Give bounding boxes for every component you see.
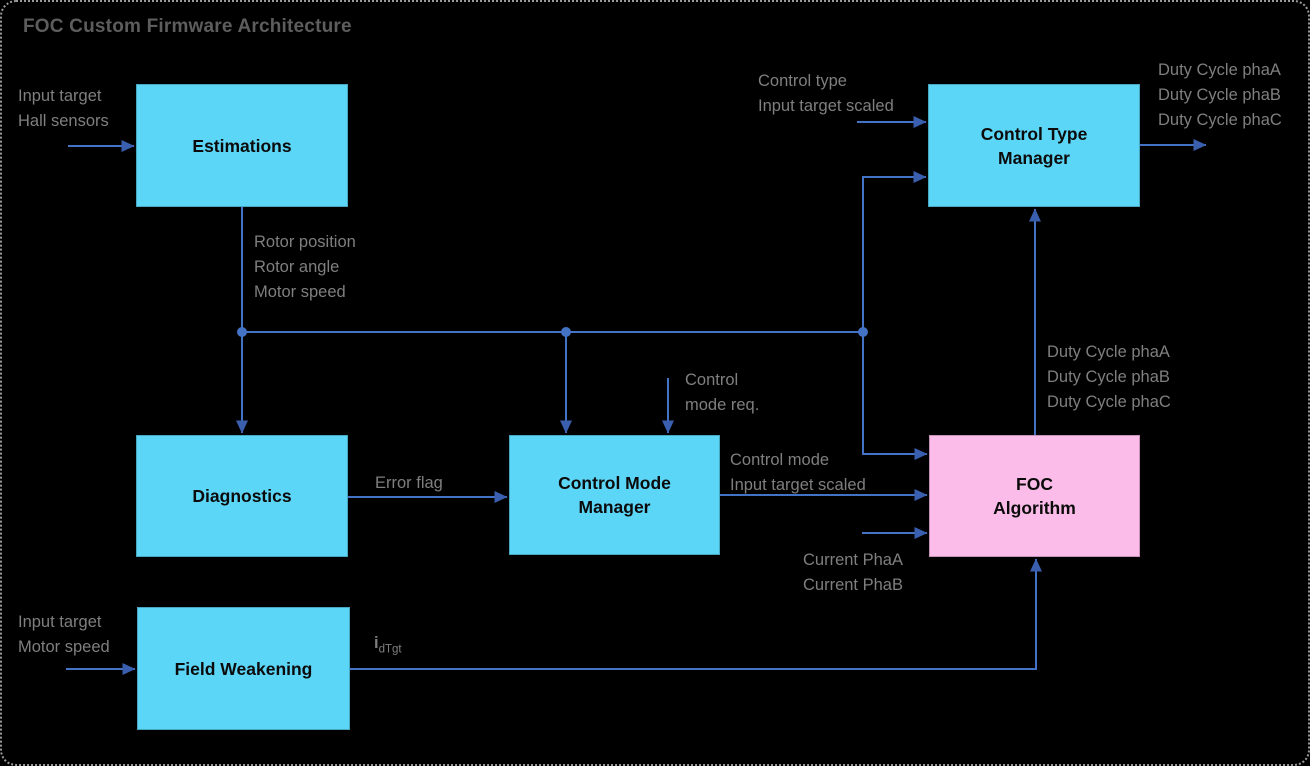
- label-foc-duty-outputs: Duty Cycle phaA Duty Cycle phaB Duty Cyc…: [1047, 343, 1171, 411]
- node-label: Control Mode: [558, 473, 671, 493]
- junction-dot: [561, 327, 571, 337]
- node-label: Diagnostics: [192, 486, 292, 506]
- node-field-weakening: Field Weakening: [137, 607, 350, 730]
- edge-bus-to-control-type-manager: [862, 171, 927, 332]
- label-control-mode-request: Control mode req.: [685, 371, 760, 414]
- diagram-title: FOC Custom Firmware Architecture: [23, 16, 352, 37]
- node-estimations: Estimations: [136, 84, 348, 207]
- label-field-weakening-inputs: Input target Motor speed: [18, 613, 110, 656]
- edge-bus-to-foc-algorithm: [862, 332, 928, 460]
- node-diagnostics: Diagnostics: [136, 435, 348, 557]
- node-label: Manager: [998, 147, 1070, 168]
- node-control-mode-manager: Control Mode Manager: [509, 435, 720, 555]
- node-label: Control Type: [980, 123, 1088, 144]
- label-current-inputs: Current PhaA Current PhaB: [803, 551, 903, 594]
- edge-field-weakening-to-foc: [350, 558, 1042, 670]
- label-control-mode-outputs: Control mode Input target scaled: [730, 451, 866, 494]
- node-label: Algorithm: [993, 498, 1076, 518]
- label-control-type-outputs: Duty Cycle phaA Duty Cycle phaB Duty Cyc…: [1158, 61, 1282, 129]
- node-label: Manager: [578, 497, 651, 517]
- node-label: Estimations: [192, 135, 292, 156]
- label-estimations-inputs: Input target Hall sensors: [18, 87, 109, 130]
- junction-dot: [858, 327, 868, 337]
- label-control-type-inputs: Control type Input target scaled: [758, 72, 894, 115]
- node-label: Field Weakening: [174, 658, 313, 679]
- label-estimations-outputs: Rotor position Rotor angle Motor speed: [254, 233, 356, 301]
- label-idtgt: idTgt: [374, 634, 402, 656]
- node-control-type-manager: Control Type Manager: [928, 84, 1140, 207]
- node-foc-algorithm: FOC Algorithm: [929, 435, 1140, 557]
- label-error-flag: Error flag: [375, 474, 443, 492]
- junction-dot: [237, 327, 247, 337]
- node-label: FOC: [1016, 474, 1053, 494]
